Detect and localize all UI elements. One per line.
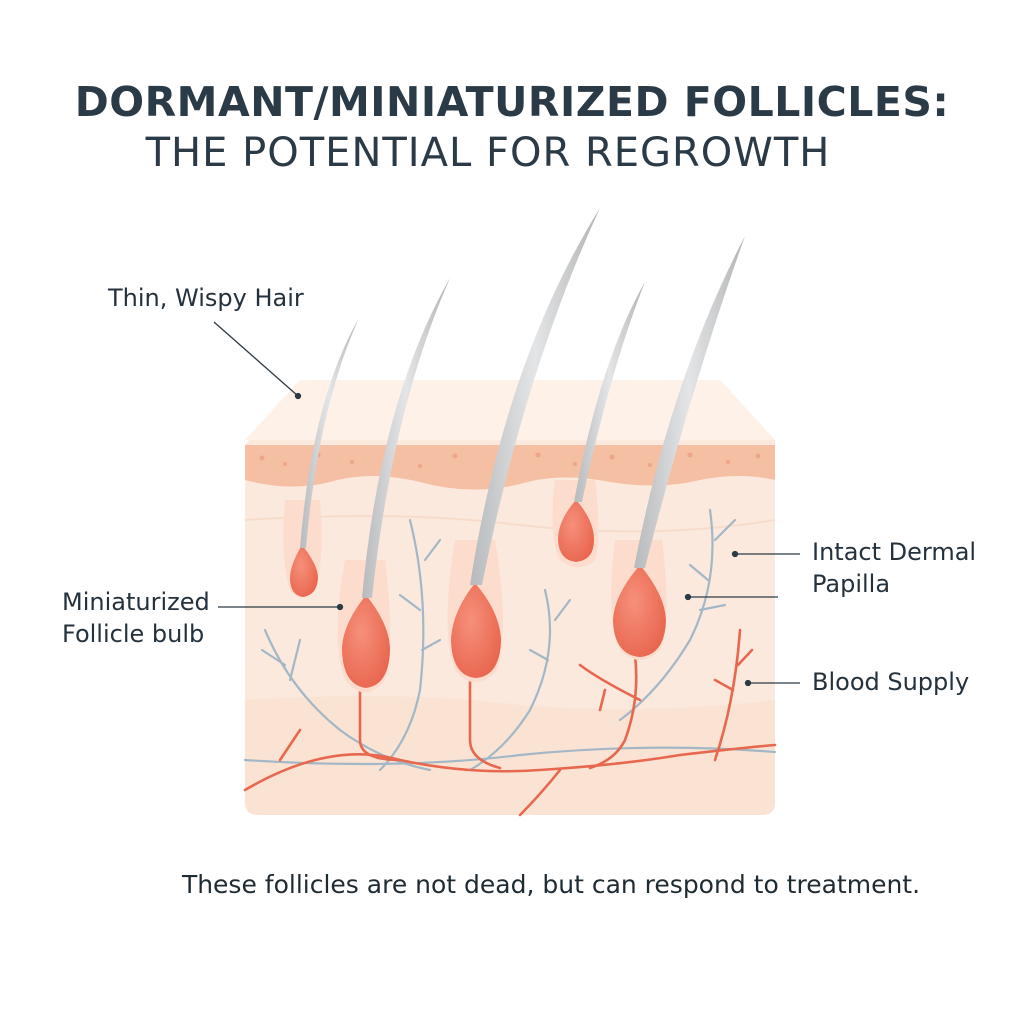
label-papilla-line2: Papilla — [812, 569, 890, 600]
label-bulb-line2: Follicle bulb — [62, 619, 204, 650]
leader-line-hair — [214, 322, 298, 396]
label-blood-supply: Blood Supply — [812, 667, 969, 698]
label-thin-hair: Thin, Wispy Hair — [108, 283, 304, 314]
caption: These follicles are not dead, but can re… — [0, 870, 1024, 899]
label-papilla-line1: Intact Dermal — [812, 537, 976, 568]
label-bulb-line1: Miniaturized — [62, 587, 210, 618]
